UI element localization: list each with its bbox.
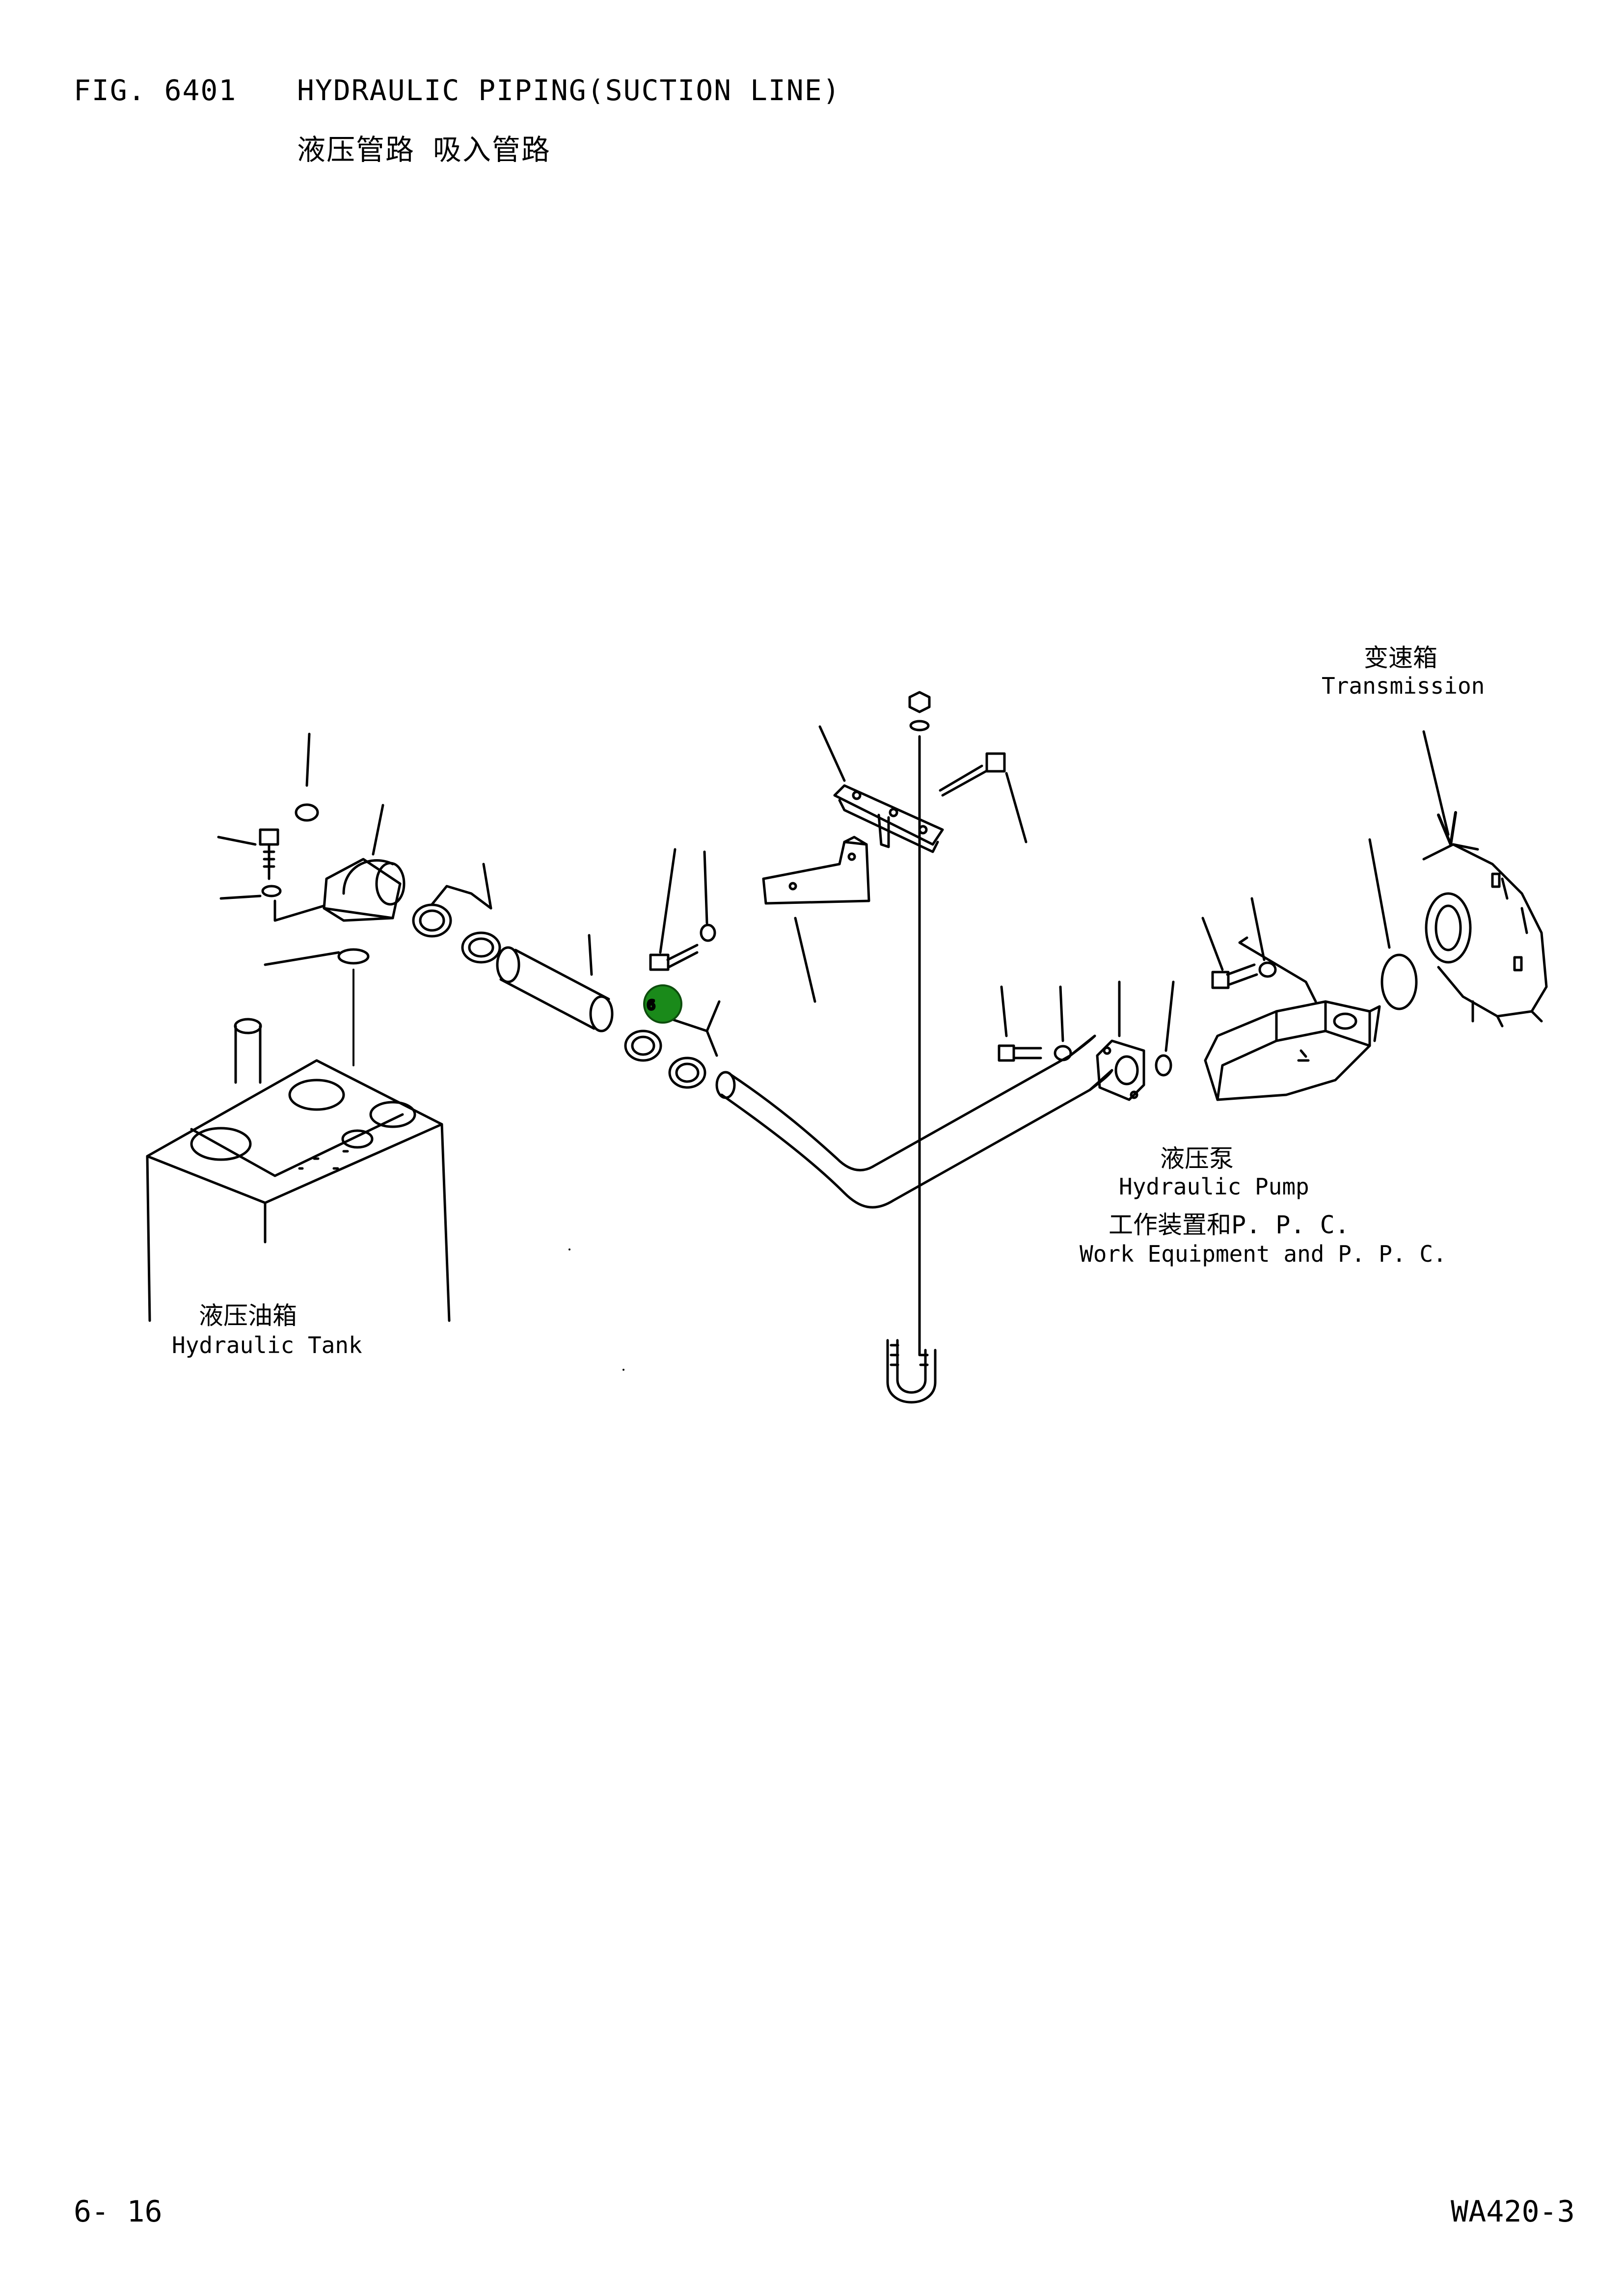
label-work-equipment-cn: 工作装置和P. P. C. [1109,1211,1350,1239]
label-transmission-en: Transmission [1322,673,1485,699]
figure-title: HYDRAULIC PIPING(SUCTION LINE) [297,74,841,107]
hose-clamps-right [624,1000,721,1089]
callout-6-number: 6 [647,998,655,1013]
figure-number: FIG. 6401 [74,74,237,107]
flange-bolts [998,980,1121,1062]
label-pump-en: Hydraulic Pump [1119,1173,1309,1200]
elbow-bolt [259,828,282,897]
label-transmission-cn: 变速箱 [1364,644,1437,672]
elbow-fitting [323,858,406,922]
model-number: WA420-3 [1451,2195,1575,2229]
o-ring-transmission [1380,953,1418,1010]
top-plate-bolt [939,752,1028,843]
figure-title-cn: 液压管路 吸入管路 [297,133,551,166]
clamp-rod [886,691,937,1404]
transmission-arrow [1422,730,1457,846]
label-pump-cn: 液压泵 [1160,1144,1234,1173]
transmission-housing [1422,843,1548,1028]
pump-bolt [1201,897,1277,989]
label-tank-cn: 液压油箱 [199,1302,297,1330]
o-ring-pump [1155,1054,1172,1077]
bracket-bolt [649,848,716,971]
suction-tube [715,1034,1113,1209]
hydraulic-pump [1204,936,1381,1101]
o-ring [337,948,370,965]
tube-flange [1096,1039,1145,1101]
hose-clamps-left [412,863,501,964]
callout-6[interactable]: 6 [643,984,682,1024]
page-number: 6- 16 [74,2195,162,2229]
top-plate [818,725,944,853]
straight-hose [496,934,614,1032]
label-tank-en: Hydraulic Tank [172,1332,362,1358]
hydraulic-tank [146,1018,451,1322]
label-work-equipment-en: Work Equipment and P. P. C. [1080,1241,1447,1267]
bracket [762,836,870,1003]
